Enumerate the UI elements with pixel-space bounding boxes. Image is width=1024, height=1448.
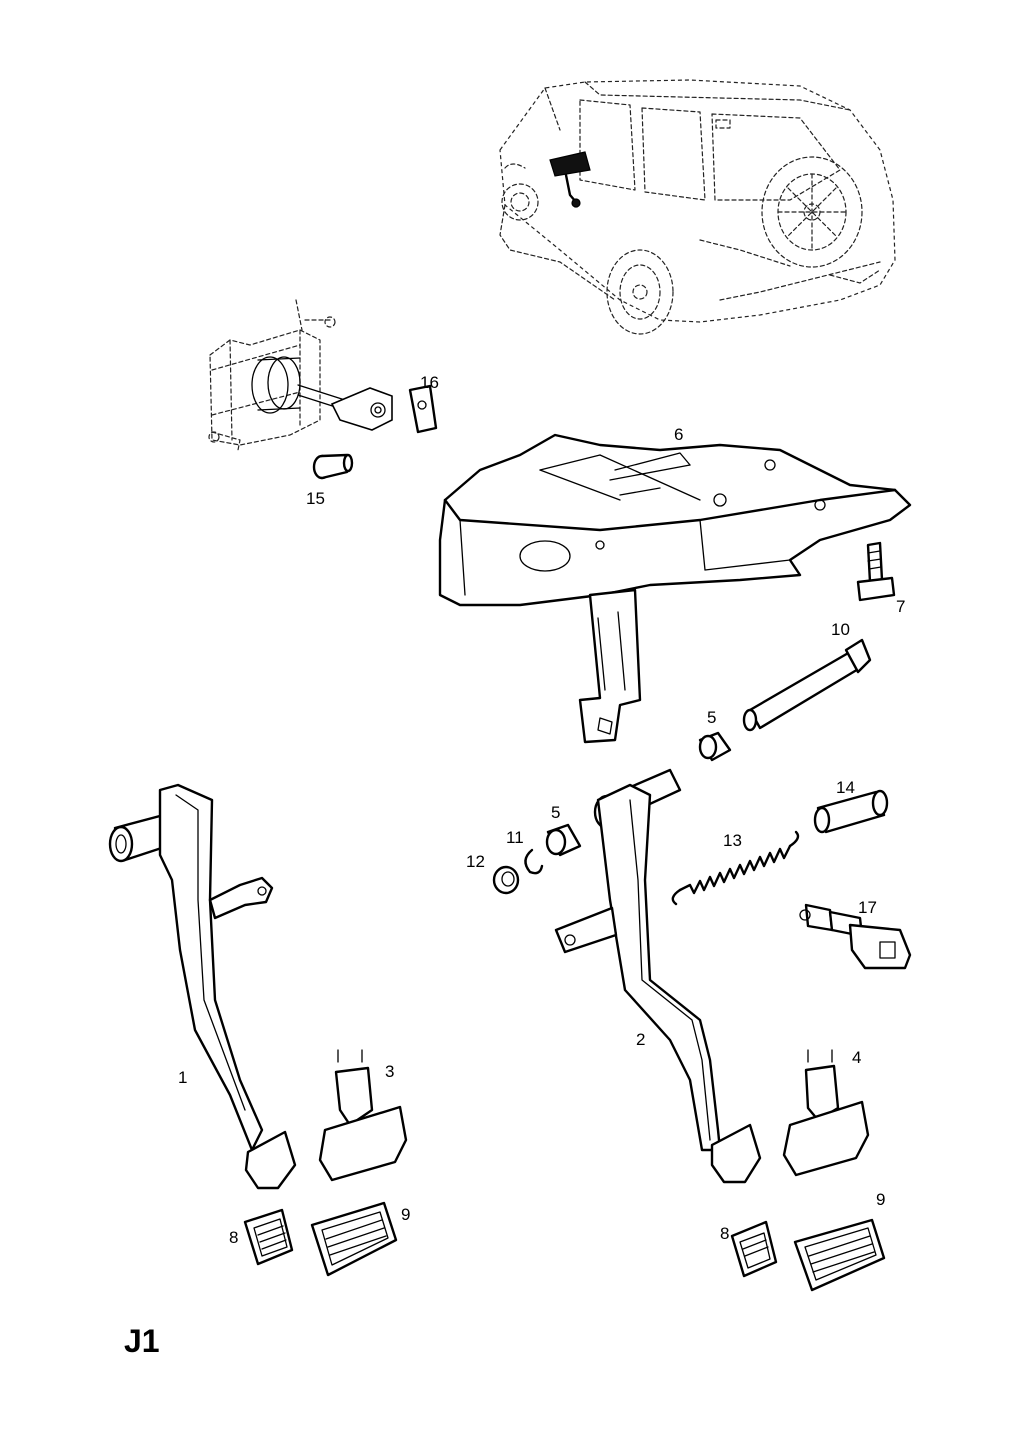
callout-16: 16 bbox=[420, 373, 439, 392]
part-13-return-spring bbox=[671, 830, 800, 906]
callout-12: 12 bbox=[466, 852, 485, 871]
callout-6: 6 bbox=[674, 425, 683, 444]
callout-1: 1 bbox=[178, 1068, 187, 1087]
callout-14: 14 bbox=[836, 778, 855, 797]
callout-8-left: 8 bbox=[229, 1228, 238, 1247]
part-4-pedal bbox=[782, 1049, 870, 1177]
callout-13: 13 bbox=[723, 831, 742, 850]
part-16-clip bbox=[408, 384, 438, 434]
callout-5-lower: 5 bbox=[551, 803, 560, 822]
part-9-pedal-pad-right bbox=[793, 1218, 886, 1292]
part-11-circlip bbox=[524, 848, 544, 875]
part-3-pedal bbox=[318, 1049, 408, 1182]
part-2-brake-pedal-arm bbox=[554, 768, 762, 1184]
part-9-pedal-pad-left bbox=[310, 1201, 398, 1277]
part-8-pedal-pad-left bbox=[243, 1208, 294, 1266]
brake-booster-illustration bbox=[208, 299, 393, 451]
part-17-stop-lamp-switch bbox=[799, 903, 912, 970]
part-5-bushing-upper bbox=[698, 731, 732, 762]
part-12-nut bbox=[492, 865, 520, 895]
part-6-pedal-bracket bbox=[438, 433, 912, 744]
callout-4: 4 bbox=[852, 1048, 861, 1067]
part-7-bolt bbox=[856, 541, 896, 602]
callout-9-right: 9 bbox=[876, 1190, 885, 1209]
callout-3: 3 bbox=[385, 1062, 394, 1081]
callout-17: 17 bbox=[858, 898, 877, 917]
callout-9-left: 9 bbox=[401, 1205, 410, 1224]
part-1-clutch-pedal-arm bbox=[108, 783, 297, 1190]
callout-11: 11 bbox=[506, 828, 524, 847]
part-14-sleeve bbox=[813, 789, 889, 834]
callout-7: 7 bbox=[896, 597, 905, 616]
callout-2: 2 bbox=[636, 1030, 645, 1049]
part-8-pedal-pad-right bbox=[730, 1220, 778, 1278]
page-code: J1 bbox=[124, 1323, 160, 1359]
callout-10: 10 bbox=[831, 620, 850, 639]
part-10-pivot-bolt bbox=[742, 638, 872, 732]
vehicle-locator-illustration bbox=[499, 79, 896, 335]
part-5-bushing-lower bbox=[545, 823, 582, 857]
callout-15: 15 bbox=[306, 489, 325, 508]
callout-5-upper: 5 bbox=[707, 708, 716, 727]
part-15-clevis-pin bbox=[312, 453, 354, 480]
callout-labels: 1 2 3 4 5 5 6 7 8 8 9 9 10 11 12 13 14 1… bbox=[178, 373, 905, 1247]
callout-8-right: 8 bbox=[720, 1224, 729, 1243]
